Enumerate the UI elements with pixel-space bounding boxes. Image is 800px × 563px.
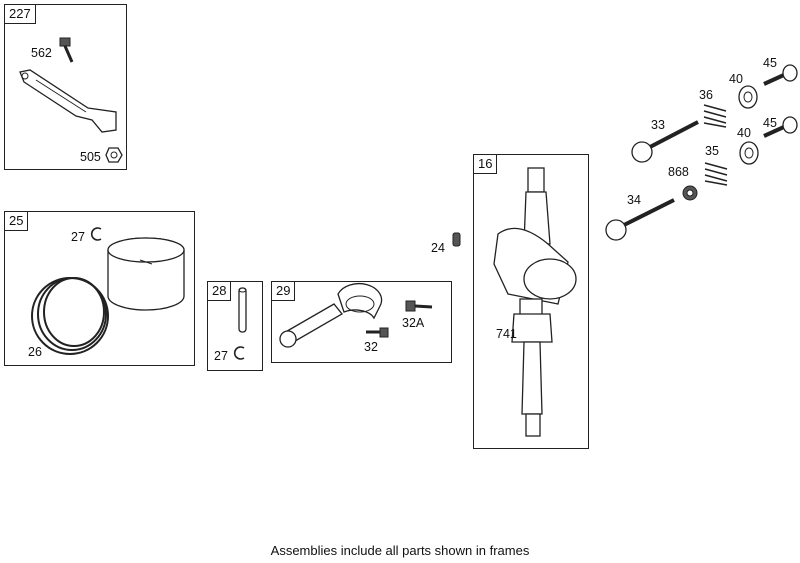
frame-227: 227 xyxy=(4,4,127,170)
frame-tag-227: 227 xyxy=(5,5,36,24)
seal-868-part[interactable] xyxy=(681,184,699,202)
cap-45a-part[interactable] xyxy=(762,64,800,92)
valve-spring-36-part[interactable] xyxy=(700,99,730,129)
exhaust-valve-33-part[interactable] xyxy=(630,116,702,166)
frame-tag-29: 29 xyxy=(272,282,296,301)
frame-tag-25: 25 xyxy=(5,212,29,231)
label-27b: 27 xyxy=(214,349,228,363)
crankshaft-part[interactable] xyxy=(488,164,584,444)
label-27a: 27 xyxy=(71,230,85,244)
piston-pin-part[interactable] xyxy=(237,286,249,336)
retainer-clip-27a[interactable] xyxy=(90,226,104,242)
assemblies-caption: Assemblies include all parts shown in fr… xyxy=(270,543,530,558)
label-868: 868 xyxy=(668,165,689,179)
nut-505-part[interactable] xyxy=(105,146,123,164)
label-26: 26 xyxy=(28,345,42,359)
bolt-562-part[interactable] xyxy=(58,36,78,66)
frame-tag-16: 16 xyxy=(474,155,498,174)
key-24-part[interactable] xyxy=(452,232,462,248)
retainer-40a-part[interactable] xyxy=(736,84,760,110)
cap-45b-part[interactable] xyxy=(762,116,800,144)
label-562: 562 xyxy=(31,46,52,60)
label-32: 32 xyxy=(364,340,378,354)
label-45b: 45 xyxy=(763,116,777,130)
label-505: 505 xyxy=(80,150,101,164)
piston-part[interactable] xyxy=(100,234,192,324)
label-24: 24 xyxy=(431,241,445,255)
label-35: 35 xyxy=(705,144,719,158)
valve-spring-35-part[interactable] xyxy=(701,157,731,187)
intake-valve-34-part[interactable] xyxy=(604,194,678,244)
retainer-40b-part[interactable] xyxy=(737,140,761,166)
label-45a: 45 xyxy=(763,56,777,70)
piston-rings-part[interactable] xyxy=(28,272,114,358)
label-741: 741 xyxy=(496,327,517,341)
bolt-32-part[interactable] xyxy=(364,326,390,340)
label-40b: 40 xyxy=(737,126,751,140)
label-32a: 32A xyxy=(402,316,425,330)
lever-part[interactable] xyxy=(16,68,120,138)
label-34: 34 xyxy=(627,193,641,207)
label-33: 33 xyxy=(651,118,665,132)
connecting-rod-part[interactable] xyxy=(276,282,386,354)
frame-tag-28: 28 xyxy=(208,282,232,301)
label-36: 36 xyxy=(699,88,713,102)
label-40a: 40 xyxy=(729,72,743,86)
bolt-32a-part[interactable] xyxy=(404,299,434,313)
retainer-clip-27b[interactable] xyxy=(233,345,247,361)
